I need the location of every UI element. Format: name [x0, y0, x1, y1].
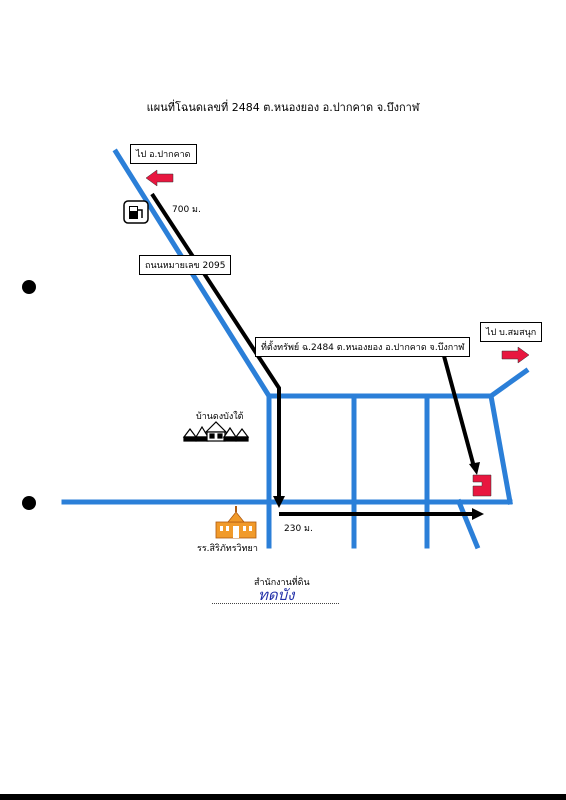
route-arrowhead-down: [273, 496, 285, 508]
road-2095-label: ถนนหมายเลข 2095: [139, 255, 232, 275]
arrow-left-icon: [145, 169, 174, 187]
to-somsanuk-label: ไป บ.สมสนุก: [480, 322, 543, 342]
signature: ทดบัง: [258, 586, 295, 604]
map-title: แผนที่โฉนดเลขที่ 2484 ต.หนองยอง อ.ปากคาด…: [146, 101, 420, 114]
school-icon: [215, 506, 257, 539]
punch-hole-bottom: [22, 496, 36, 510]
office-label: สำนักงานที่ดิน: [254, 578, 310, 588]
road-network: [61, 148, 530, 550]
road-connector-3: [455, 498, 481, 550]
route-arrowhead-property: [469, 462, 480, 475]
property-marker-icon: [472, 474, 492, 497]
property-label: ที่ตั้งทรัพย์ ฉ.2484 ต.หนองยอง อ.ปากคาด …: [255, 337, 471, 357]
distance-700-label: 700 ม.: [172, 205, 201, 215]
signature-line: [212, 603, 339, 604]
gas-station-icon: [123, 200, 149, 224]
distance-230-label: 230 ม.: [284, 524, 313, 534]
school-label: รร.สิริภัทรวิทยา: [197, 544, 258, 554]
village-label: บ้านดงบังใต้: [196, 412, 244, 422]
road-east-slant: [488, 393, 513, 505]
to-pakkhat-label: ไป อ.ปากคาด: [130, 144, 197, 164]
route-arrowhead-right: [472, 508, 484, 520]
houses-icon: [182, 421, 250, 442]
scan-edge: [0, 794, 566, 800]
road-north-horizontal: [266, 367, 530, 399]
arrow-right-icon: [501, 346, 530, 364]
punch-hole-top: [22, 280, 36, 294]
